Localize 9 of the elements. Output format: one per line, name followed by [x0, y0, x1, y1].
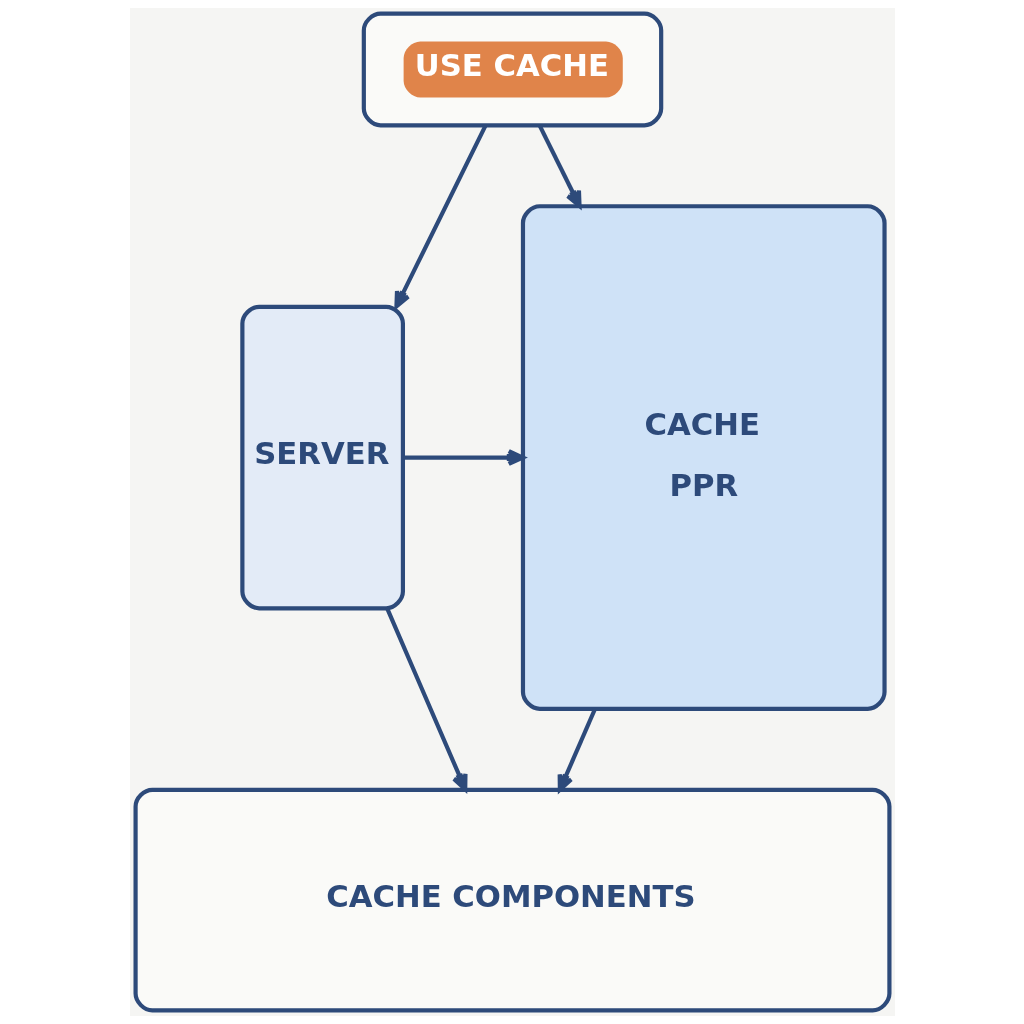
node-box: CACHE PPR — [520, 204, 887, 711]
arrow — [537, 124, 582, 208]
node-box: CACHE COMPONENTS — [133, 787, 891, 1013]
arrow — [393, 124, 487, 309]
node-box: SERVER — [239, 304, 405, 611]
node-box: USE CACHE — [361, 11, 663, 128]
arrow — [557, 708, 597, 792]
arrow — [402, 449, 525, 466]
arrow — [384, 607, 468, 792]
